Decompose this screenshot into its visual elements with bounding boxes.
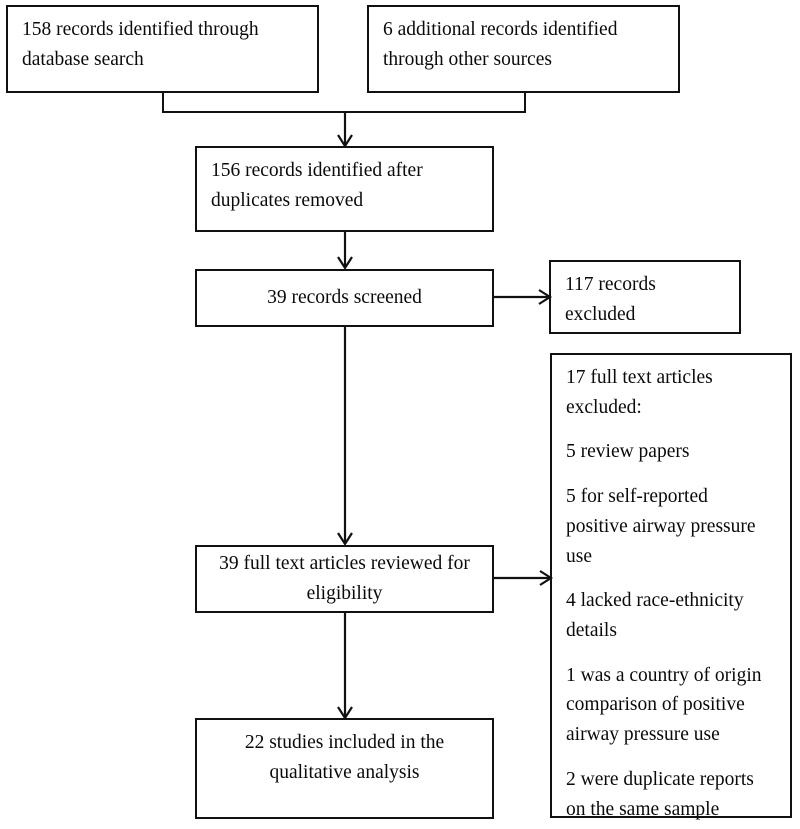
full-text-excluded-box: 17 full text articles excluded: 5 review… <box>550 353 792 820</box>
merge-bar <box>162 111 526 113</box>
other-sources-connector-stub <box>524 93 526 113</box>
studies-included-box: 22 studies included in the qualitative a… <box>195 718 494 819</box>
records-screened-to-records-excluded-arrow <box>493 288 553 306</box>
merge-to-duplicates-removed-arrow <box>336 111 354 149</box>
records-screened-to-full-text-reviewed-arrow <box>336 327 354 547</box>
records-screened-box: 39 records screened <box>195 269 494 327</box>
full-text-reviewed-box: 39 full text articles reviewed for eligi… <box>195 545 494 613</box>
duplicates-removed-line-2: duplicates removed <box>211 189 364 211</box>
database-search-text: 158 records identified through database … <box>8 7 317 80</box>
full-text-excluded-text: 17 full text articles excluded: 5 review… <box>552 355 790 829</box>
records-excluded-line-2: excluded <box>565 303 636 325</box>
records-excluded-box: 117 records excluded <box>549 260 741 334</box>
exclusion-reason-3-line-2: details <box>566 619 617 641</box>
studies-included-line-1: 22 studies included in the <box>244 732 445 753</box>
exclusion-reason-1-line-1: 5 review papers <box>566 441 690 463</box>
exclusion-reason-4-line-3: airway pressure use <box>566 724 720 746</box>
full-text-reviewed-to-full-text-excluded-arrow <box>493 569 554 587</box>
duplicates-removed-to-records-screened-arrow <box>336 232 354 271</box>
other-sources-line-1: 6 additional records identified <box>383 19 618 40</box>
other-sources-text: 6 additional records identified through … <box>369 7 678 80</box>
studies-included-text: 22 studies included in the qualitative a… <box>197 720 492 793</box>
database-search-box: 158 records identified through database … <box>6 5 319 93</box>
exclusion-reason-3-line-1: 4 lacked race-ethnicity <box>566 590 744 612</box>
database-search-line-1: 158 records identified through <box>22 19 259 40</box>
exclusion-reason-2-line-3: use <box>566 545 592 567</box>
full-text-reviewed-to-studies-included-arrow <box>336 613 354 721</box>
database-search-line-2: database search <box>22 48 144 70</box>
exclusion-reason-4-line-1: 1 was a country of origin <box>566 664 762 686</box>
duplicates-removed-line-1: 156 records identified after <box>211 160 423 181</box>
full-text-reviewed-text: 39 full text articles reviewed for eligi… <box>197 549 492 608</box>
records-excluded-line-1: 117 records <box>565 274 656 295</box>
exclusion-reason-2-line-1: 5 for self-reported <box>566 486 708 508</box>
duplicates-removed-text: 156 records identified after duplicates … <box>197 148 492 221</box>
other-sources-line-2: through other sources <box>383 48 552 70</box>
records-screened-text: 39 records screened <box>197 283 492 313</box>
full-text-excluded-heading-line-1: 17 full text articles <box>566 367 713 388</box>
full-text-reviewed-line-1: 39 full text articles reviewed for <box>219 553 470 575</box>
exclusion-reason-2-line-2: positive airway pressure <box>566 515 756 537</box>
spacer <box>566 571 776 586</box>
exclusion-reason-5-line-2: on the same sample <box>566 798 720 820</box>
duplicates-removed-box: 156 records identified after duplicates … <box>195 146 494 232</box>
spacer <box>566 422 776 437</box>
records-screened-line-1: 39 records screened <box>267 287 422 309</box>
exclusion-reason-4-line-2: comparison of positive <box>566 694 745 716</box>
full-text-reviewed-line-2: eligibility <box>306 583 383 604</box>
spacer <box>566 750 776 765</box>
full-text-excluded-heading-line-2: excluded: <box>566 396 642 418</box>
other-sources-box: 6 additional records identified through … <box>367 5 680 93</box>
studies-included-line-2: qualitative analysis <box>269 761 420 783</box>
spacer <box>566 467 776 482</box>
exclusion-reason-5-line-1: 2 were duplicate reports <box>566 768 754 790</box>
database-search-connector-stub <box>162 93 164 113</box>
spacer <box>566 646 776 661</box>
records-excluded-text: 117 records excluded <box>551 262 739 335</box>
